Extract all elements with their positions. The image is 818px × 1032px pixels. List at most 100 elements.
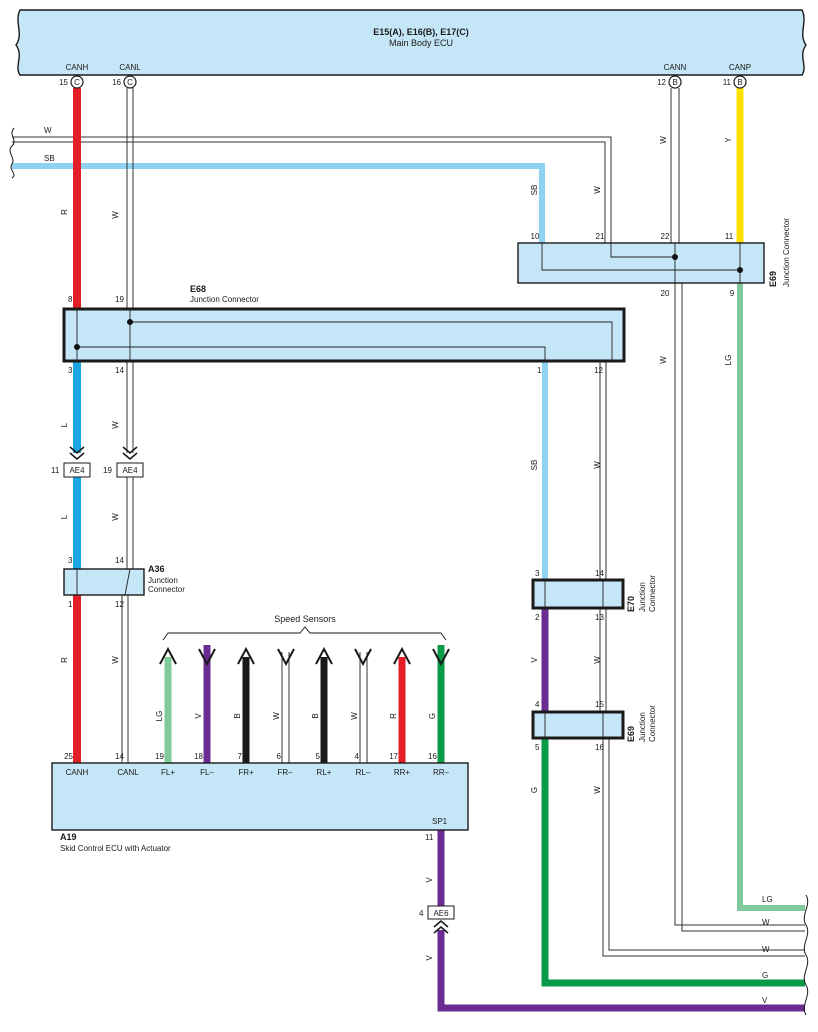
left-break-mark	[9, 127, 15, 179]
junction-e70-box	[531, 578, 625, 610]
wire-code-e69b-5: G	[530, 787, 539, 793]
right-wire-label: W	[762, 945, 770, 954]
wire-code-canl-mid: W	[111, 421, 120, 429]
wire-code-sb-drop: SB	[530, 185, 539, 196]
e69-top-label: Junction Connector	[782, 218, 791, 287]
right-wire-label: W	[762, 918, 770, 927]
main-ecu-box	[15, 9, 807, 76]
skid-ecu-sp1-pin: 11	[425, 833, 434, 842]
ae4-pin: 11	[51, 466, 60, 475]
e69b-pin: 5	[535, 743, 540, 752]
ae4-box	[116, 462, 144, 478]
e68-pin: 3	[68, 366, 73, 375]
junction-e68-box	[62, 307, 626, 363]
wire-fr-minus-w	[281, 652, 290, 763]
wire-code-w-drop: W	[593, 186, 602, 194]
skid-pin-number: 6	[277, 752, 282, 761]
ecu-pin-connector: C	[127, 78, 133, 87]
left-wire-label: W	[44, 126, 52, 135]
wire-code-e69-20: W	[659, 356, 668, 364]
skid-pin-name: RL–	[356, 768, 371, 777]
wire-code-canl-top: W	[111, 211, 120, 219]
junction-e69-top-internal	[541, 243, 741, 283]
wire-code-e70-2: V	[530, 657, 539, 663]
junction-e68-internal	[76, 309, 613, 361]
wire-sp1-violet	[437, 830, 805, 1012]
ae4-chevron-icon	[69, 446, 85, 461]
arrow-fr-plus-icon	[237, 646, 255, 665]
skid-pin-name: FR–	[277, 768, 293, 777]
skid-ecu-pins: 25CANH14CANL19FL+LG18FL–V7FR+B6FR–W5RL+B…	[64, 711, 449, 777]
ae4-pin: 19	[103, 466, 112, 475]
e69-top-pin: 11	[725, 232, 734, 241]
ecu-pin-circle	[123, 75, 137, 89]
e69-top-pin: 10	[531, 232, 540, 241]
e68-pin: 19	[115, 295, 124, 304]
right-wire-label: LG	[762, 895, 773, 904]
skid-pin-number: 19	[155, 752, 164, 761]
sensor-wire-code: W	[272, 712, 281, 720]
ecu-pin-connector: C	[74, 78, 80, 87]
junction-dot-icon	[737, 267, 743, 273]
right-break-mark	[803, 894, 809, 1016]
wire-e69b-16-white	[602, 738, 805, 957]
e70-label-1: Junction	[638, 582, 647, 612]
a36-code: A36	[148, 564, 165, 574]
arrow-rr-minus-icon	[432, 648, 450, 667]
ae6-box	[427, 905, 455, 920]
skid-ecu-name: Skid Control ECU with Actuator	[60, 844, 171, 853]
wire-e68-12-white	[599, 361, 607, 579]
skid-pin-number: 5	[316, 752, 321, 761]
e69-bottom-pin: 9	[730, 289, 735, 298]
wire-code-sp1-lower: V	[425, 955, 434, 961]
ecu-pin-name: CANH	[66, 63, 89, 72]
e70-label-2: Connector	[648, 575, 657, 612]
e70-pin: 13	[595, 613, 604, 622]
e70-pin: 14	[595, 569, 604, 578]
a36-label-2: Connector	[148, 585, 185, 594]
wire-canl-white-mid	[126, 361, 134, 569]
e69-top-code: E69	[768, 271, 778, 287]
skid-pin-name: FL+	[161, 768, 175, 777]
e70-pin: 2	[535, 613, 540, 622]
a36-pin: 1	[68, 600, 73, 609]
wire-code-canp: Y	[724, 137, 733, 143]
ae4-chevron-icon	[122, 446, 138, 461]
wire-sb-top-run	[12, 163, 545, 243]
wire-code-e70-13: W	[593, 656, 602, 664]
arrow-rl-minus-icon	[354, 648, 372, 667]
wire-e69-20-white	[674, 283, 805, 932]
ecu-pin-number: 15	[59, 78, 68, 87]
main-ecu-subtitle: Main Body ECU	[389, 38, 453, 48]
ae6-pin: 4	[419, 909, 424, 918]
skid-pin-number: 17	[389, 752, 398, 761]
wire-cann-white	[670, 88, 680, 243]
ecu-pin-circle	[668, 75, 682, 89]
ecu-pin-number: 12	[657, 78, 666, 87]
junction-e69-top-box	[517, 242, 765, 284]
skid-ecu-box	[51, 762, 469, 831]
skid-pin-number: 25	[64, 752, 73, 761]
e69-top-pin: 22	[661, 232, 670, 241]
e68-pin: 1	[537, 366, 542, 375]
e69b-label-1: Junction	[638, 712, 647, 742]
main-ecu-title: E15(A), E16(B), E17(C)	[373, 27, 469, 37]
skid-pin-number: 18	[194, 752, 203, 761]
wire-code-e69-9: LG	[724, 355, 733, 366]
e69b-label-2: Connector	[648, 705, 657, 742]
wire-code-e68-1: SB	[530, 460, 539, 471]
wire-w-top-run	[12, 136, 612, 243]
e69b-pin: 4	[535, 700, 540, 709]
skid-pin-number: 7	[238, 752, 243, 761]
sensor-wire-code: V	[194, 713, 203, 719]
e69b-pin: 16	[595, 743, 604, 752]
ecu-pin-connector: B	[672, 78, 677, 87]
ae4-code: AE4	[69, 466, 85, 475]
junction-e69-bottom-internal	[544, 712, 604, 738]
sensor-wire-code: W	[350, 712, 359, 720]
arrow-rl-plus-icon	[315, 646, 333, 665]
skid-pin-name: FL–	[200, 768, 214, 777]
a36-label-1: Junction	[148, 576, 178, 585]
